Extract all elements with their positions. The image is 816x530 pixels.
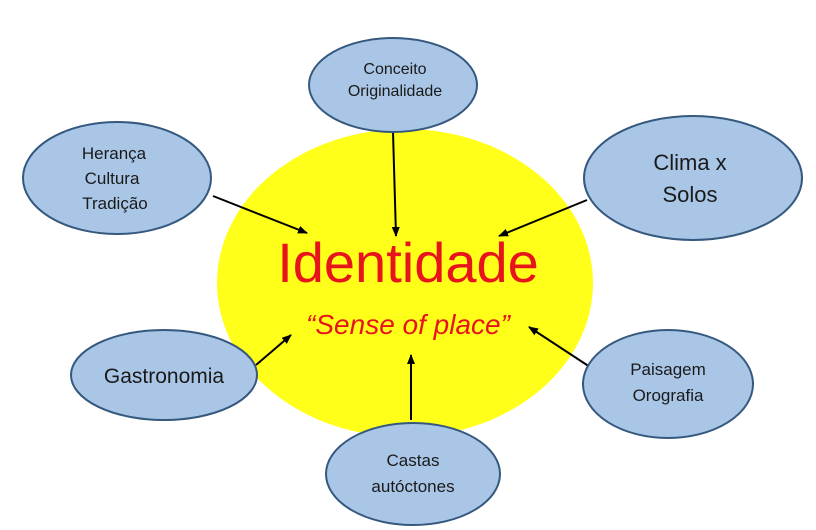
node-castas-shape — [325, 422, 501, 526]
arrow-clima — [498, 199, 588, 237]
node-paisagem: Paisagem Orografia — [582, 329, 754, 439]
arrow-paisagem — [528, 326, 591, 368]
node-gastronomia: Gastronomia — [70, 329, 258, 421]
node-heranca: Herança Cultura Tradição — [22, 121, 212, 235]
node-clima: Clima x Solos — [583, 115, 803, 241]
node-paisagem-shape — [582, 329, 754, 439]
node-heranca-line3: Tradição — [82, 194, 148, 213]
node-heranca-line2: Cultura — [85, 169, 140, 188]
node-gastronomia-line1: Gastronomia — [104, 365, 225, 388]
node-conceito-shape — [308, 37, 478, 133]
center-subtitle: “Sense of place” — [306, 309, 512, 340]
node-clima-shape — [583, 115, 803, 241]
arrow-conceito — [391, 131, 400, 237]
node-castas-line1: Castas — [387, 451, 440, 470]
node-clima-line1: Clima x — [653, 150, 726, 175]
center-title: Identidade — [277, 231, 539, 294]
node-heranca-shape — [22, 121, 212, 235]
arrow-gastronomia — [255, 334, 292, 366]
node-paisagem-line1: Paisagem — [630, 360, 706, 379]
node-conceito-line2: Originalidade — [348, 83, 442, 100]
node-clima-line2: Solos — [662, 182, 717, 207]
center-ellipse — [217, 129, 593, 437]
node-conceito: Conceito Originalidade — [308, 37, 478, 133]
node-heranca-line1: Herança — [82, 144, 147, 163]
node-castas: Castas autóctones — [325, 422, 501, 526]
node-paisagem-line2: Orografia — [633, 386, 704, 405]
arrow-heranca — [212, 195, 308, 234]
node-castas-line2: autóctones — [371, 477, 454, 496]
node-conceito-line1: Conceito — [363, 61, 426, 78]
node-gastronomia-shape — [70, 329, 258, 421]
